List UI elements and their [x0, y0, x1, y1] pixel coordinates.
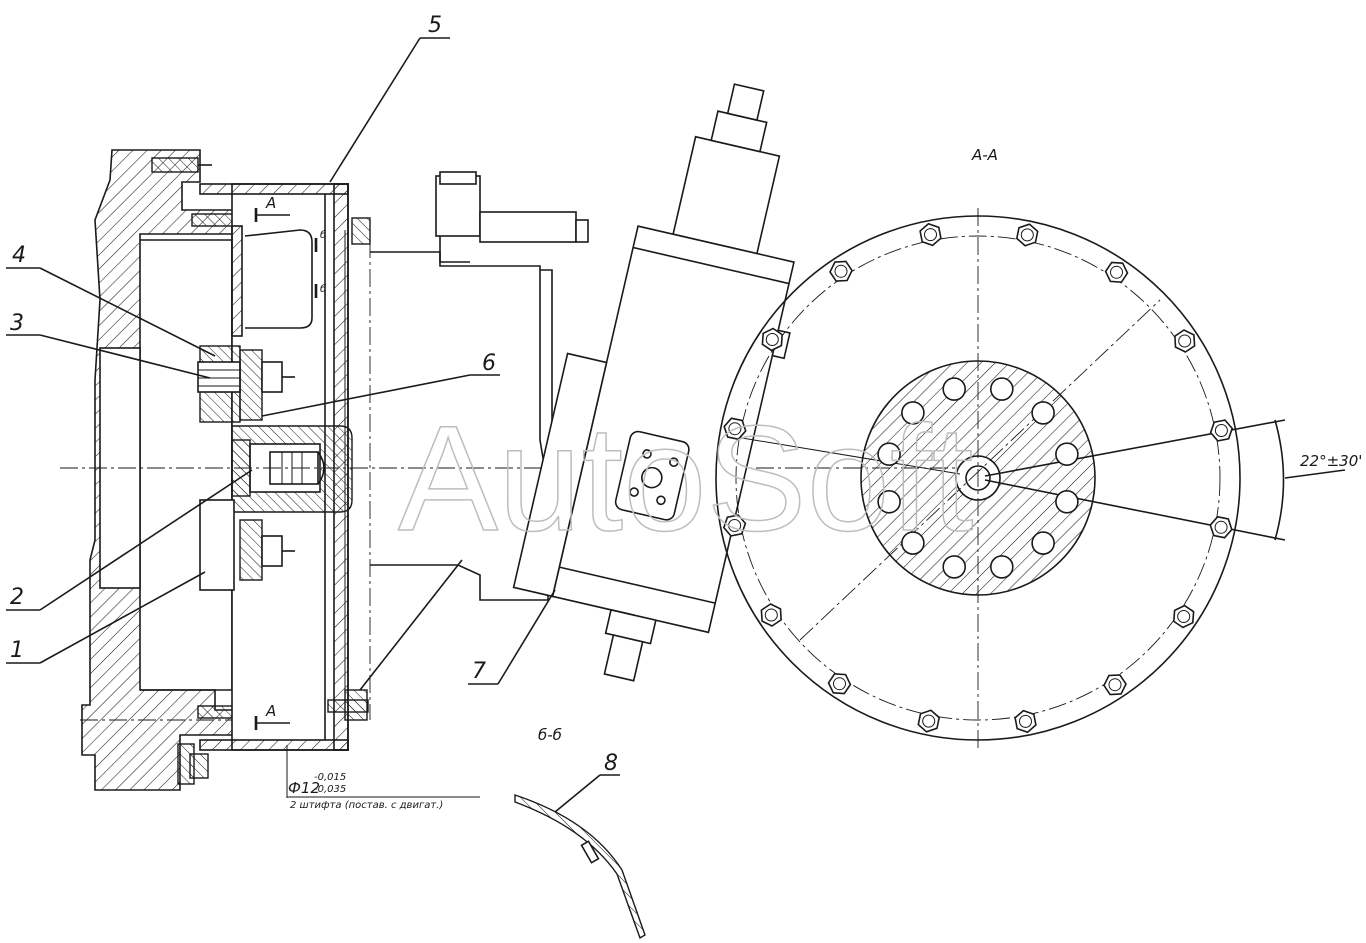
diameter-dimension: Ф12 — [288, 779, 320, 797]
pin-note: 2 штифта (постав. с двигат.) — [290, 800, 443, 811]
outer-bolt-circle — [722, 222, 1234, 734]
lower-bolt — [239, 519, 295, 581]
outer-bolt-head — [1104, 261, 1129, 284]
inner-bolt-hole — [1055, 442, 1079, 467]
outer-bolt-head — [1174, 329, 1196, 353]
section-aa-title: А-А — [971, 146, 998, 164]
outer-bolt-head — [760, 603, 782, 627]
pump-bracket — [370, 171, 589, 601]
drive-coupling — [60, 425, 980, 591]
section-mark-b-bottom: б — [320, 283, 326, 295]
callout-4: 4 — [12, 243, 26, 268]
outer-bolt-head — [761, 327, 784, 352]
section-mark-b-top: б — [320, 229, 326, 241]
outer-bolt-head — [1209, 515, 1233, 539]
callout-7: 7 — [472, 659, 486, 684]
inner-bolt-hole — [877, 442, 901, 467]
outer-bolt-head — [829, 260, 853, 282]
outer-bolt-head — [1015, 223, 1039, 247]
outer-bolt-head — [919, 222, 942, 247]
section-aa-flange: 22°±30' А-А — [715, 146, 1362, 748]
inner-bolt-hole — [901, 401, 925, 425]
inner-bolt-holes — [877, 377, 1079, 579]
inner-bolt-hole — [1055, 489, 1079, 514]
outer-bolt-head — [722, 514, 747, 537]
inner-bolt-hole — [1031, 401, 1055, 425]
section-bb-detail: б-б — [514, 726, 646, 940]
inner-bolt-hole — [942, 555, 967, 579]
inner-bolt-hole — [989, 377, 1014, 401]
callout-6: 6 — [482, 351, 496, 376]
outer-bolt-head — [723, 417, 747, 441]
callout-leaders — [6, 37, 620, 813]
section-mark-a-bottom: А — [265, 702, 276, 720]
callout-8: 8 — [604, 751, 618, 776]
diameter-tolerance: -0,015 — [314, 772, 346, 783]
stud-bolt-assembly — [197, 345, 295, 423]
outer-bolt-head — [917, 709, 941, 733]
watermark: AutoSoft — [398, 394, 973, 562]
inner-bolt-hole — [877, 489, 901, 514]
pin-dimension-note: Ф12 -0,015 -0,035 2 штифта (постав. с дв… — [286, 745, 480, 811]
pump-unit — [512, 83, 795, 682]
inner-bolt-hole — [901, 531, 925, 555]
inner-bolt-hole — [1031, 531, 1055, 555]
inner-bolt-hole — [942, 377, 967, 401]
diameter-tolerance-low: -0,035 — [314, 784, 346, 795]
outer-bolt-head — [1172, 604, 1195, 629]
callout-2: 2 — [10, 585, 24, 610]
angle-dimension: 22°±30' — [1300, 452, 1362, 470]
section-mark-a-top: А — [265, 194, 276, 212]
outer-bolt-head — [1014, 709, 1037, 734]
inner-bolt-hole — [989, 555, 1014, 579]
section-markers: А А б б — [254, 194, 326, 730]
outer-bolt-head — [827, 672, 852, 695]
callout-1: 1 — [10, 638, 24, 663]
callout-3: 3 — [10, 311, 24, 336]
callout-5: 5 — [428, 13, 442, 38]
outer-bolt-head — [1209, 419, 1234, 442]
outer-bolt-head — [1103, 674, 1127, 696]
section-bb-title: б-б — [538, 726, 562, 744]
